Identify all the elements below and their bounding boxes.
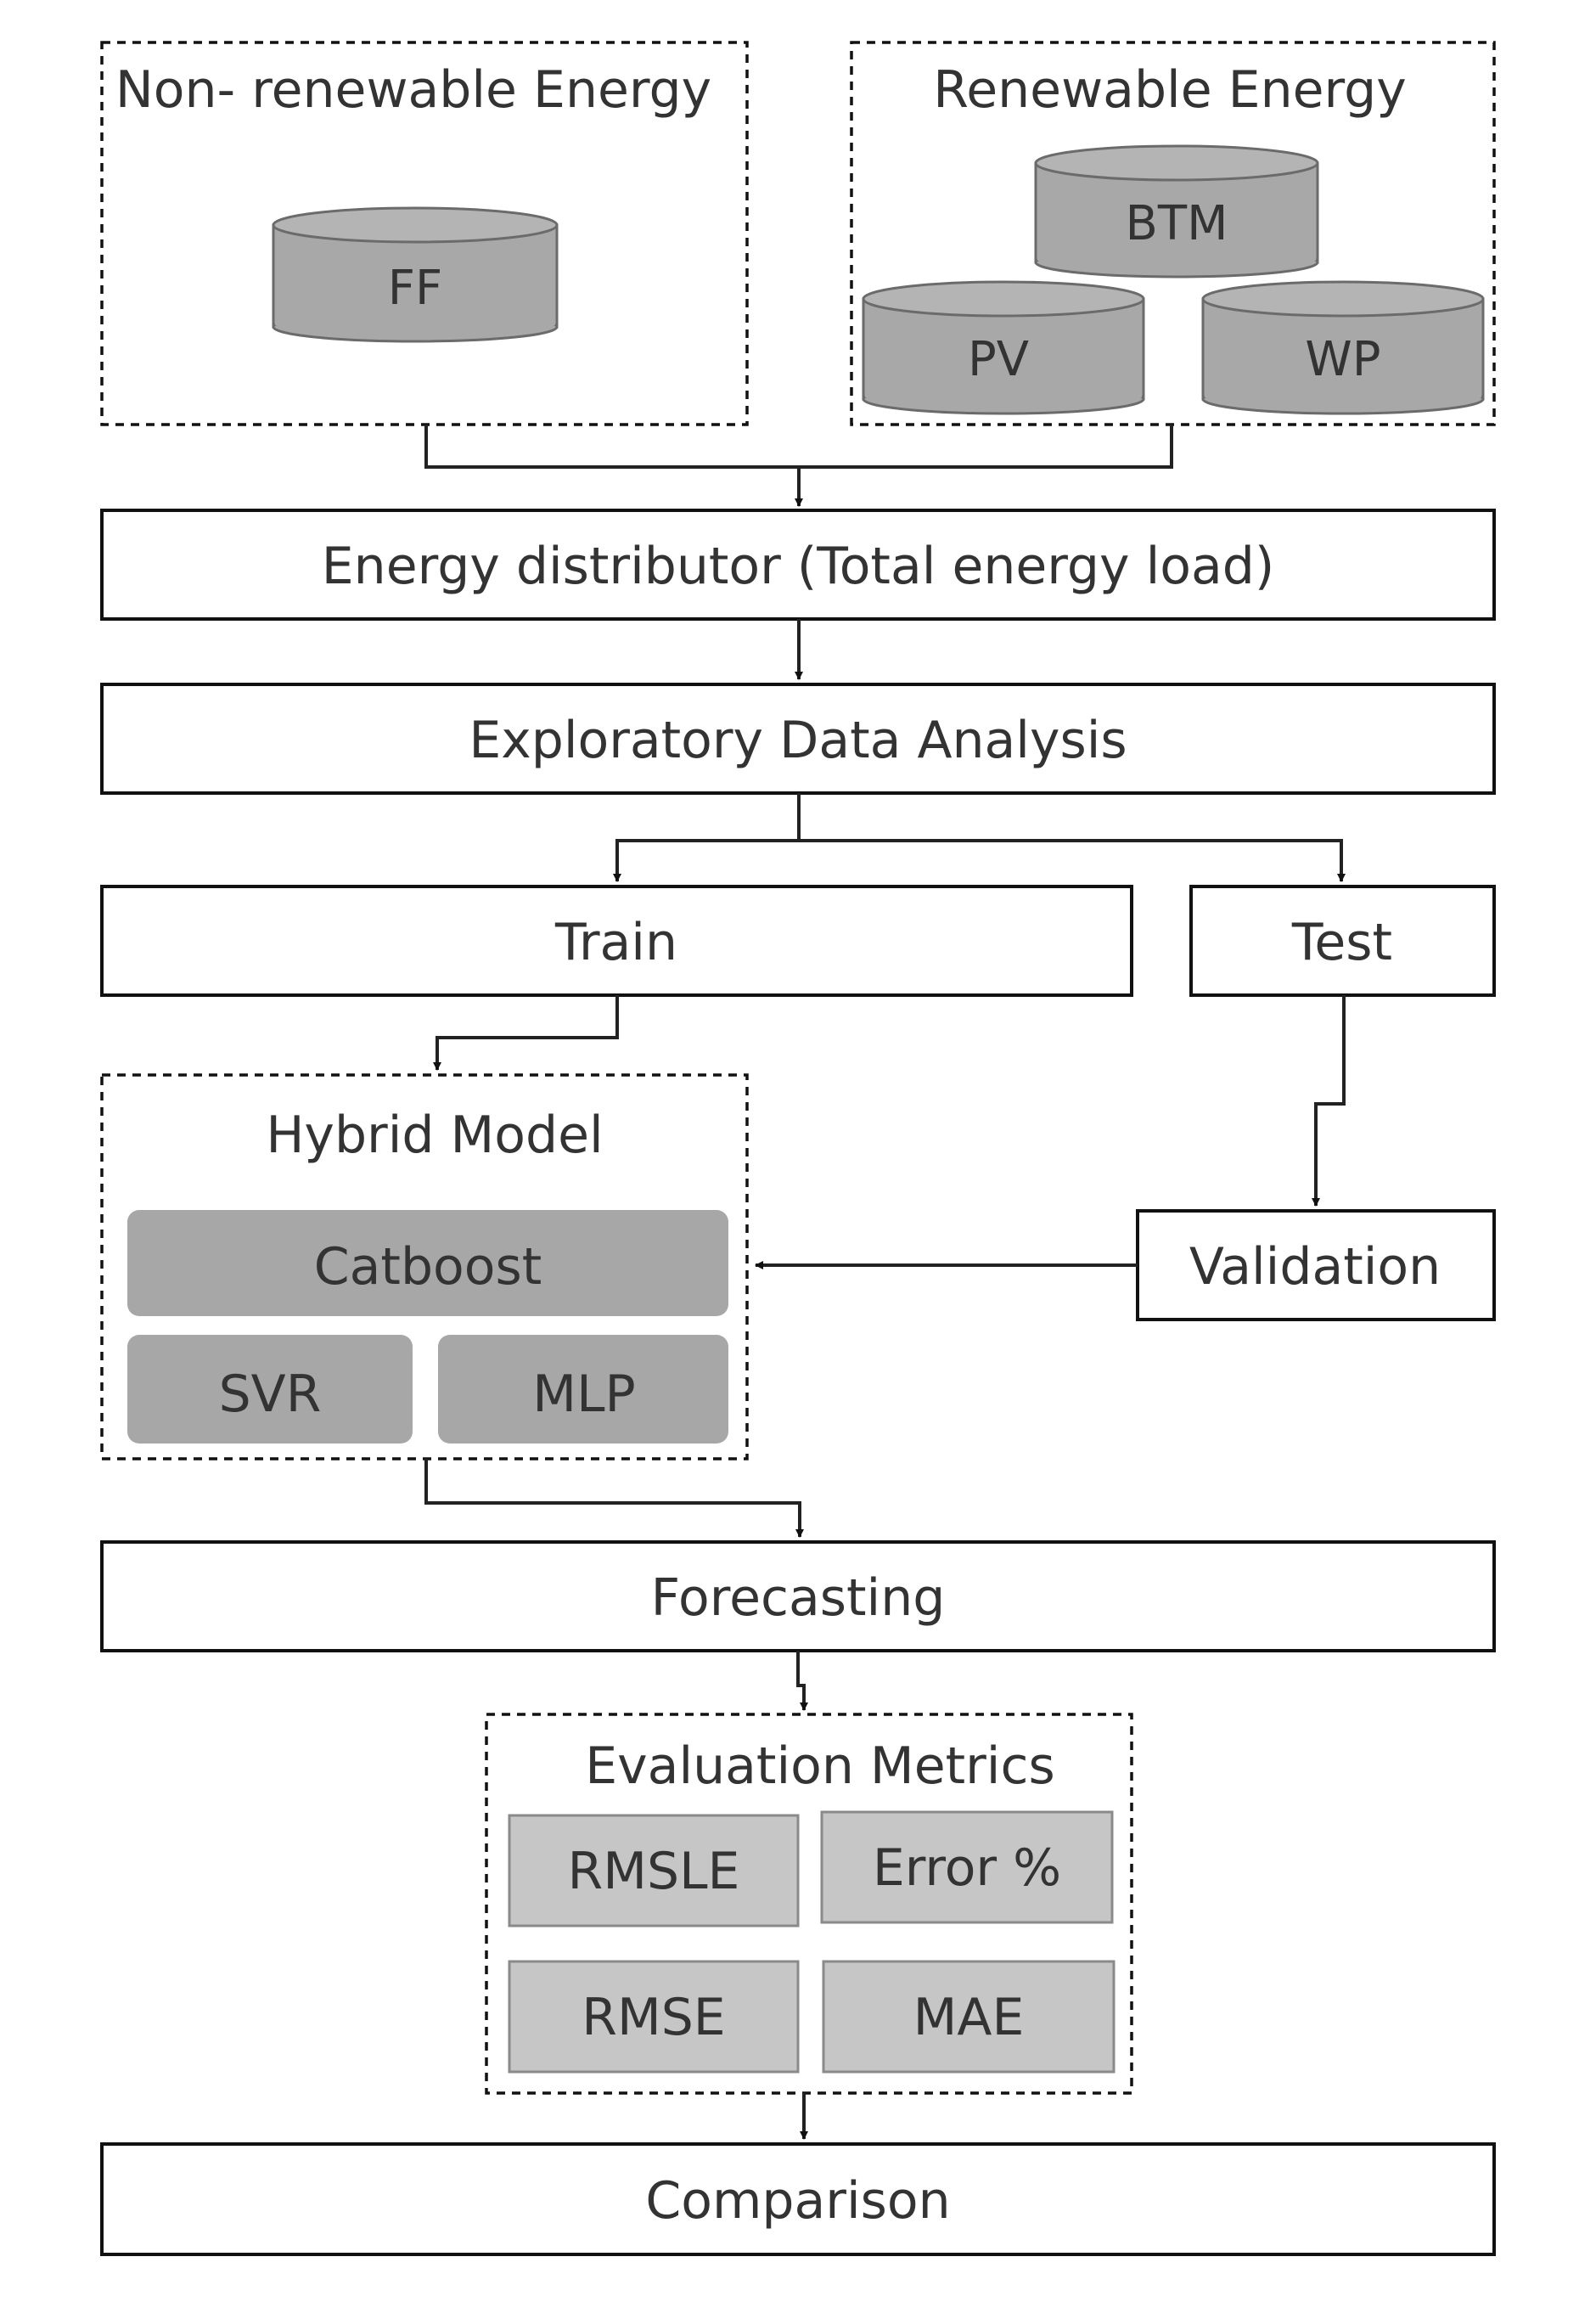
connector-sources-to-distributor bbox=[424, 425, 1173, 507]
metric-box-mae bbox=[822, 1960, 1116, 2074]
hybrid-model-group: Hybrid Model Catboost SVR MLP bbox=[100, 1073, 749, 1460]
connector-test-to-validation bbox=[1312, 995, 1346, 1207]
model-block-mlp bbox=[438, 1335, 728, 1444]
cylinder-label-btm: BTM bbox=[1126, 196, 1228, 251]
evaluation-metrics-frame bbox=[485, 1713, 1133, 2095]
metric-label-rmse: RMSE bbox=[582, 1988, 725, 2047]
connector-train-to-hybrid bbox=[433, 995, 619, 1071]
energy-distributor-box: Energy distributor (Total energy load) bbox=[100, 509, 1496, 621]
model-label-mlp: MLP bbox=[532, 1365, 635, 1424]
cylinder-ff: FF bbox=[272, 206, 559, 343]
energy-distributor-label: Energy distributor (Total energy load) bbox=[322, 537, 1274, 596]
metric-box-rmsle bbox=[508, 1814, 800, 1928]
non-renewable-title: Non- renewable Energy bbox=[115, 60, 711, 120]
renewable-group: Renewable Energy BTM PV WP bbox=[850, 41, 1496, 426]
evaluation-metrics-title: Evaluation Metrics bbox=[585, 1736, 1054, 1796]
connector-eda-split bbox=[613, 793, 1346, 882]
forecasting-label: Forecasting bbox=[651, 1568, 946, 1628]
cylinder-pv: PV bbox=[862, 280, 1145, 415]
eda-label: Exploratory Data Analysis bbox=[469, 711, 1127, 770]
metric-label-error-pct: Error % bbox=[873, 1838, 1061, 1898]
test-box: Test bbox=[1189, 885, 1496, 997]
hybrid-model-title: Hybrid Model bbox=[266, 1106, 603, 1165]
validation-label: Validation bbox=[1189, 1237, 1441, 1297]
model-block-catboost bbox=[127, 1210, 728, 1316]
metric-box-rmse bbox=[508, 1960, 800, 2074]
cylinder-label-wp: WP bbox=[1305, 332, 1380, 387]
forecasting-box: Forecasting bbox=[100, 1540, 1496, 1652]
train-label: Train bbox=[554, 913, 677, 972]
metric-box-error-pct bbox=[820, 1810, 1114, 1924]
cylinder-wp: WP bbox=[1201, 280, 1485, 415]
renewable-title: Renewable Energy bbox=[933, 60, 1407, 120]
cylinder-label-ff: FF bbox=[388, 261, 442, 316]
model-label-catboost: Catboost bbox=[314, 1237, 542, 1297]
eda-box: Exploratory Data Analysis bbox=[100, 683, 1496, 795]
non-renewable-group: Non- renewable Energy FF bbox=[100, 41, 749, 426]
train-box: Train bbox=[100, 885, 1133, 997]
cylinder-label-pv: PV bbox=[968, 332, 1029, 387]
validation-box: Validation bbox=[1136, 1209, 1496, 1321]
model-block-svr bbox=[127, 1335, 413, 1444]
comparison-label: Comparison bbox=[645, 2171, 950, 2231]
comparison-box: Comparison bbox=[100, 2142, 1496, 2256]
metric-label-mae: MAE bbox=[913, 1988, 1025, 2047]
test-label: Test bbox=[1291, 913, 1392, 972]
model-label-svr: SVR bbox=[219, 1365, 322, 1424]
cylinder-btm: BTM bbox=[1034, 144, 1319, 279]
evaluation-metrics-group: Evaluation Metrics RMSLE Error % RMSE MA… bbox=[485, 1713, 1133, 2095]
metric-label-rmsle: RMSLE bbox=[568, 1842, 740, 1901]
connector-hybrid-to-forecasting bbox=[424, 1459, 804, 1538]
connector-forecasting-to-metrics bbox=[796, 1651, 808, 1711]
